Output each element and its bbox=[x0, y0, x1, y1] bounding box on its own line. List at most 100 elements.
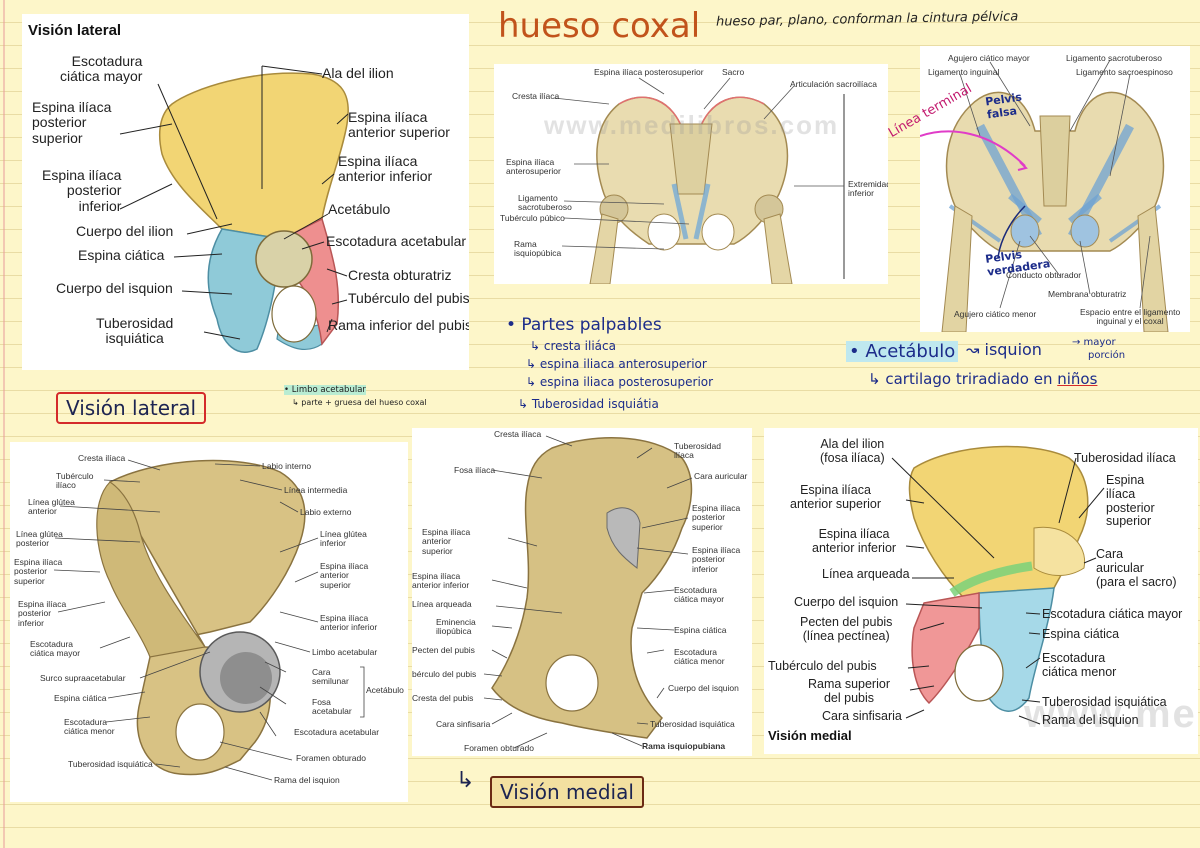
medial-detailed-bone-drawing bbox=[483, 435, 693, 749]
label-cara-sinfisaria-detailed: Cara sinfisaria bbox=[436, 719, 491, 729]
label-cara-semilunar: Cara semilunar bbox=[312, 667, 349, 687]
label-tuberosidad-iliaca: Tuberosidad ilíaca bbox=[1074, 451, 1176, 465]
label-tuberosidad-isquiatica-medial: Tuberosidad isquiática bbox=[1042, 695, 1167, 709]
label-eiai-medial-detailed: Espina ilíaca anterior inferior bbox=[412, 571, 470, 591]
label-rama-inferior-pubis: Rama inferior del pubis bbox=[328, 317, 469, 333]
label-fosa-acetabular: Fosa acetabular bbox=[312, 697, 352, 717]
note-partes-item-1: ↳ cresta iliáca bbox=[530, 339, 616, 353]
medial-panel-title: Visión medial bbox=[768, 728, 852, 743]
note-acetabulo-title: • Acetábulo bbox=[846, 341, 959, 362]
label-rama-isquiopubica: Rama isquiopúbica bbox=[514, 239, 562, 259]
lateral-detailed-bone-drawing bbox=[53, 459, 365, 781]
label-cresta-obturatriz: Cresta obturatriz bbox=[348, 267, 452, 283]
label-agujero-ciatico-menor: Agujero ciático menor bbox=[954, 309, 1037, 319]
label-tuberculo-pubis-lateral: Tubérculo del pubis bbox=[348, 290, 469, 306]
label-escotadura-mayor-medial: Escotadura ciática mayor bbox=[1042, 607, 1183, 621]
label-agujero-ciatico-mayor: Agujero ciático mayor bbox=[948, 53, 1030, 63]
label-linea-arqueada: Línea arqueada bbox=[822, 567, 910, 581]
note-vision-medial: Visión medial bbox=[490, 776, 644, 808]
label-eips-detailed: Espina ilíaca posterior superior bbox=[14, 557, 63, 586]
note-vision-lateral: Visión lateral bbox=[56, 392, 207, 424]
label-tuberosidad-iliaca-detailed: Tuberosidad ilíaca bbox=[674, 441, 721, 461]
label-eipi-detailed: Espina ilíaca posterior inferior bbox=[18, 599, 67, 628]
label-sacro: Sacro bbox=[722, 67, 745, 77]
label-ligamento-sacrotuberoso-anterior: Ligamento sacrotuberoso bbox=[518, 193, 572, 213]
label-eiai-lateral: Espina ilíaca anterior inferior bbox=[338, 153, 433, 185]
label-foramen-obturado-medial: Foramen obturado bbox=[464, 743, 534, 753]
label-eias-medial-detailed: Espina ilíaca anterior superior bbox=[422, 527, 471, 556]
label-eias-detailed: Espina ilíaca anterior superior bbox=[320, 561, 369, 590]
label-extremidad-inferior: Extremidad inferior bbox=[848, 179, 888, 199]
label-escotadura-mayor-medial-detailed: Escotadura ciática mayor bbox=[674, 585, 725, 605]
label-ligamento-sacroespinoso: Ligamento sacroespinoso bbox=[1076, 67, 1173, 77]
lateral-view-panel: Visión lateral Escotadura ciática mayor … bbox=[22, 14, 469, 370]
label-membrana-obturatriz: Membrana obturatriz bbox=[1048, 289, 1127, 299]
label-ala-del-ilion: Ala del ilion bbox=[322, 65, 394, 81]
label-rama-isquion: Rama del isquion bbox=[274, 775, 340, 785]
note-partes-title: • Partes palpables bbox=[506, 315, 662, 335]
medial-detailed-panel: Cresta ilíaca Tuberosidad ilíaca Fosa il… bbox=[412, 428, 752, 756]
label-foramen-obturado: Foramen obturado bbox=[296, 753, 366, 763]
pelvis-ligaments-panel: Agujero ciático mayor Ligamento sacrotub… bbox=[920, 46, 1190, 332]
note-limbo-2: ↳ parte + gruesa del hueso coxal bbox=[292, 398, 427, 407]
label-linea-intermedia: Línea intermedia bbox=[284, 485, 348, 495]
note-partes-item-2: ↳ espina iliaca anterosuperior bbox=[526, 357, 707, 371]
label-linea-arqueada-detailed: Línea arqueada bbox=[412, 599, 472, 609]
label-eips-anterior-view: Espina ilíaca posterosuperior bbox=[594, 67, 704, 77]
label-tuberculo-iliaco: Tubérculo ilíaco bbox=[56, 471, 94, 491]
lateral-coxal-bone-drawing bbox=[119, 65, 349, 353]
label-espina-ciatica-detailed: Espina ciática bbox=[54, 693, 107, 703]
label-acetabulo-lateral: Acetábulo bbox=[328, 201, 391, 217]
label-articulacion-sacroiliaca: Articulación sacroilíaca bbox=[790, 79, 877, 89]
label-ala-ilion-medial: Ala del ilion (fosa ilíaca) bbox=[820, 437, 885, 465]
label-surco-supraacetabular: Surco supraacetabular bbox=[40, 673, 126, 683]
medial-view-panel: www.medi Visión medial Ala del ilion (fo… bbox=[764, 428, 1198, 754]
label-eiai-detailed: Espina ilíaca anterior inferior bbox=[320, 613, 378, 633]
label-rama-superior-pubis: Rama superior del pubis bbox=[808, 677, 890, 705]
page-subtitle-note: hueso par, plano, conforman la cintura p… bbox=[715, 9, 1019, 30]
watermark-medial: www.medi bbox=[1024, 692, 1198, 736]
label-escotadura-menor-medial: Escotadura ciática menor bbox=[1042, 651, 1117, 679]
pelvis-ligaments-drawing bbox=[920, 59, 1169, 332]
label-tuberosidad-isquiatica-medial-detailed: Tuberosidad isquiática bbox=[650, 719, 735, 729]
note-partes-item-3: ↳ espina iliaca posterosuperior bbox=[526, 375, 714, 389]
label-escotadura-ciatica-mayor: Escotadura ciática mayor bbox=[60, 53, 143, 85]
label-labio-interno: Labio interno bbox=[262, 461, 312, 471]
label-limbo-acetabular: Limbo acetabular bbox=[312, 647, 378, 657]
note-acetabulo-porcion: porción bbox=[1088, 350, 1126, 361]
watermark-medilibros: www.medilibros.com bbox=[544, 110, 840, 140]
label-tuberculo-pubico: Tubérculo púbico bbox=[500, 213, 565, 223]
label-linea-glutea-inferior: Línea glútea inferior bbox=[320, 529, 367, 549]
label-pecten-pubis: Pecten del pubis (línea pectínea) bbox=[800, 615, 893, 643]
label-acetabulo-bracket: Acetábulo bbox=[366, 685, 404, 695]
label-eias-medial: Espina ilíaca anterior superior bbox=[790, 483, 882, 511]
lateral-detailed-panel: Cresta ilíaca Labio interno Tubérculo il… bbox=[10, 442, 408, 802]
lateral-panel-title: Visión lateral bbox=[28, 22, 122, 39]
note-cartilago: ↳ cartilago triradiado en niños bbox=[868, 370, 1097, 388]
label-cresta-iliaca: Cresta ilíaca bbox=[78, 453, 126, 463]
label-escotadura-mayor-detailed: Escotadura ciática mayor bbox=[30, 639, 81, 659]
label-eips-lateral: Espina ilíaca posterior superior bbox=[32, 99, 112, 146]
label-fosa-iliaca: Fosa ilíaca bbox=[454, 465, 496, 475]
label-eias-lateral: Espina ilíaca anterior superior bbox=[348, 109, 450, 141]
label-tuberculo-pubis-detailed: bérculo del pubis bbox=[412, 669, 477, 679]
label-escotadura-menor-detailed: Escotadura ciática menor bbox=[64, 717, 115, 737]
label-conducto-obturador: Conducto obturador bbox=[1006, 270, 1082, 280]
label-tuberosidad-lateral: Tuberosidad isquiática bbox=[96, 315, 174, 347]
pelvis-anterior-panel: www.medilibros.com Espina ilíaca postero… bbox=[494, 64, 888, 284]
label-linea-glutea-anterior: Línea glútea anterior bbox=[28, 497, 75, 517]
label-cara-auricular-detailed: Cara auricular bbox=[694, 471, 748, 481]
note-vision-medial-arrow: ↳ bbox=[456, 768, 475, 793]
note-cartilago-text: ↳ cartilago triradiado en bbox=[868, 370, 1058, 388]
label-cuerpo-isquion-detailed: Cuerpo del isquion bbox=[668, 683, 739, 693]
label-eminencia-iliopubica: Eminencia iliopúbica bbox=[436, 617, 476, 637]
label-espacio-inguinal: Espacio entre el ligamento inguinal y el… bbox=[1080, 307, 1181, 327]
label-escotadura-acetabular: Escotadura acetabular bbox=[326, 233, 467, 249]
medial-coxal-bone-drawing bbox=[891, 445, 1105, 725]
label-ligamento-sacrotuberoso: Ligamento sacrotuberoso bbox=[1066, 53, 1162, 63]
label-espina-ciatica-lateral: Espina ciática bbox=[78, 247, 165, 263]
label-escotadura-acetabular-detailed: Escotadura acetabular bbox=[294, 727, 380, 737]
label-eips-medial: Espina ilíaca posterior superior bbox=[1106, 473, 1155, 529]
label-rama-isquion-medial: Rama del isquion bbox=[1042, 713, 1139, 727]
label-eiai-medial: Espina ilíaca anterior inferior bbox=[812, 527, 897, 555]
